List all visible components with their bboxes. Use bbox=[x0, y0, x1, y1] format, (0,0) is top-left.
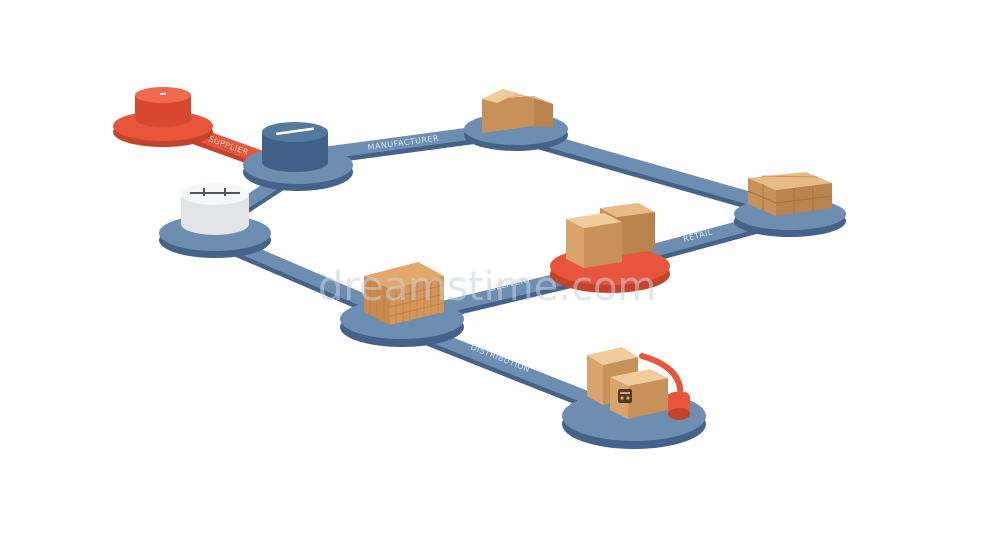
path-top-right bbox=[516, 126, 790, 215]
orange-cylinder-icon bbox=[135, 87, 191, 127]
node-bottom bbox=[562, 347, 706, 449]
hand-truck-icon bbox=[618, 353, 690, 420]
fragile-label-icon bbox=[618, 389, 632, 403]
path-distribution bbox=[400, 318, 636, 422]
node-pallet bbox=[734, 172, 846, 237]
box-pallet-icon bbox=[747, 172, 833, 216]
blue-cylinder-icon bbox=[262, 122, 328, 172]
cardboard-box-icon bbox=[566, 203, 655, 268]
node-control bbox=[159, 183, 271, 258]
wooden-crate-icon bbox=[364, 262, 445, 325]
node-factory bbox=[243, 122, 353, 191]
white-cylinder-icon bbox=[181, 183, 249, 235]
cardboard-box-icon bbox=[482, 89, 553, 133]
node-orange-delivery bbox=[550, 203, 670, 293]
node-start bbox=[113, 87, 213, 147]
path-manufacturer bbox=[300, 122, 512, 162]
node-crate bbox=[340, 262, 464, 347]
watermark: dreamstime.com bbox=[318, 264, 656, 310]
node-top-box bbox=[464, 89, 568, 151]
